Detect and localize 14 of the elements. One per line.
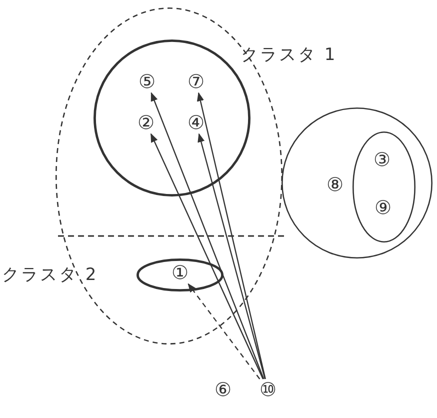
cluster-label: クラスタ 2 — [2, 264, 98, 286]
circled-number: ② — [136, 112, 156, 134]
arrow — [198, 133, 266, 380]
arrow — [196, 92, 266, 380]
arrow — [188, 283, 260, 380]
circled-number: ⑦ — [186, 71, 206, 93]
circled-number: ① — [170, 262, 190, 284]
circled-number: ⑥ — [213, 379, 233, 401]
circled-number: ⑧ — [325, 174, 345, 196]
circled-number: ⑩ — [258, 379, 278, 401]
circled-number: ⑨ — [373, 197, 393, 219]
circled-number: ③ — [372, 149, 392, 171]
circled-number: ⑤ — [137, 71, 157, 93]
circled-number: ④ — [186, 112, 206, 134]
